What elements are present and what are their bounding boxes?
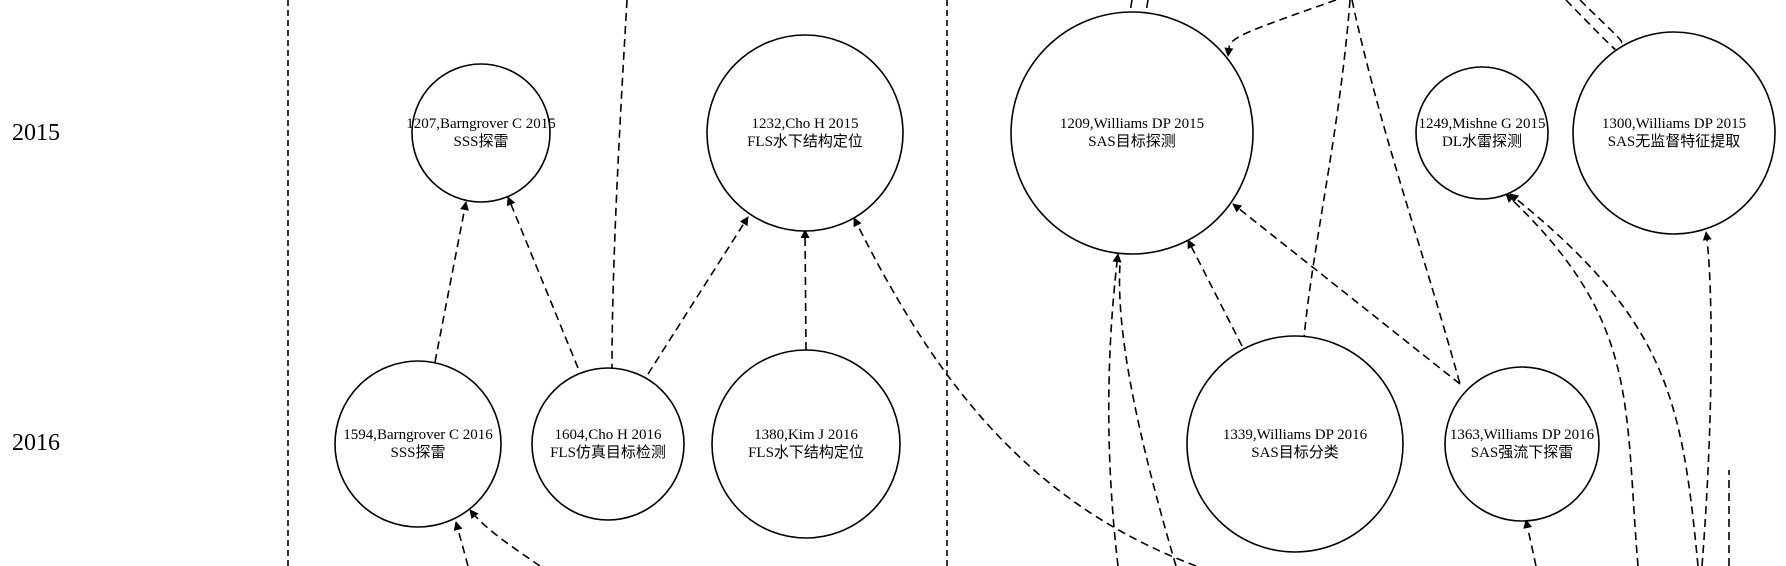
edge-1380-to-1232 [800, 229, 810, 351]
year-label-2015: 2015 [12, 120, 60, 146]
node-topic: FLS水下结构定位 [748, 444, 864, 461]
edge-offscreen [1579, 0, 1623, 43]
edge-1604-to-1232 [647, 216, 749, 375]
edge-1604-to-1207 [506, 196, 579, 369]
node-label: 1339,Williams DP 2016 [1223, 427, 1368, 443]
node-topic: FLS水下结构定位 [747, 133, 863, 150]
node-topic: SAS目标探测 [1088, 133, 1176, 150]
node-1380[interactable]: 1380,Kim J 2016 FLS水下结构定位 [711, 349, 901, 539]
node-1209[interactable]: 1209,Williams DP 2015 SAS目标探测 [1010, 11, 1254, 255]
year-label-2016: 2016 [12, 430, 60, 456]
edge-offscreen [1303, 0, 1351, 339]
edge-offscreen [1509, 193, 1699, 566]
edge-offscreen [853, 217, 1197, 566]
edge-offscreen [1565, 0, 1616, 50]
edges [434, 0, 1730, 566]
node-label: 1363,Williams DP 2016 [1450, 427, 1595, 443]
edge-offscreen [1118, 263, 1177, 566]
node-topic: FLS仿真目标检测 [550, 443, 666, 461]
node-1249[interactable]: 1249,Mishne G 2015 DL水雷探测 [1415, 66, 1549, 200]
node-label: 1380,Kim J 2016 [754, 427, 858, 443]
node-1232[interactable]: 1232,Cho H 2015 FLS水下结构定位 [706, 34, 904, 232]
node-topic: SSS探雷 [453, 133, 508, 150]
node-label: 1594,Barngrover C 2016 [343, 427, 493, 443]
edge-offscreen [1701, 231, 1712, 566]
node-topic: SAS强流下探雷 [1471, 444, 1574, 461]
edge-offscreen [1107, 253, 1122, 566]
node-label: 1604,Cho H 2016 [554, 427, 662, 443]
edge-1363-to-1209 [1232, 203, 1461, 385]
edge-offscreen [1129, 0, 1133, 13]
node-1604[interactable]: 1604,Cho H 2016 FLS仿真目标检测 [531, 367, 685, 521]
edge-offscreen [1224, 0, 1337, 57]
node-topic: SAS目标分类 [1251, 444, 1339, 461]
node-topic: SSS探雷 [390, 444, 445, 461]
node-label: 1207,Barngrover C 2015 [406, 116, 556, 132]
node-1594[interactable]: 1594,Barngrover C 2016 SSS探雷 [334, 360, 502, 528]
node-label: 1232,Cho H 2015 [751, 116, 858, 132]
edge-offscreen [453, 521, 469, 566]
node-topic: SAS无监督特征提取 [1608, 133, 1741, 150]
edge-offscreen [611, 0, 628, 369]
node-1300[interactable]: 1300,Williams DP 2015 SAS无监督特征提取 [1572, 31, 1776, 235]
edge-1594-to-1207 [434, 201, 469, 363]
node-1363[interactable]: 1363,Williams DP 2016 SAS强流下探雷 [1444, 366, 1600, 522]
edge-offscreen [1351, 0, 1461, 385]
node-label: 1300,Williams DP 2015 [1602, 116, 1746, 132]
nodes: 1207,Barngrover C 2015 SSS探雷 1232,Cho H … [334, 11, 1776, 553]
edge-1339-to-1209 [1187, 239, 1243, 347]
node-label: 1249,Mishne G 2015 [1418, 116, 1545, 132]
edge-offscreen [469, 509, 541, 566]
node-label: 1209,Williams DP 2015 [1060, 116, 1204, 132]
node-1339[interactable]: 1339,Williams DP 2016 SAS目标分类 [1186, 335, 1404, 553]
edge-offscreen [1523, 519, 1537, 566]
edge-offscreen [1505, 193, 1639, 566]
node-1207[interactable]: 1207,Barngrover C 2015 SSS探雷 [406, 63, 556, 203]
edge-offscreen [1145, 0, 1149, 13]
node-topic: DL水雷探测 [1442, 133, 1522, 150]
